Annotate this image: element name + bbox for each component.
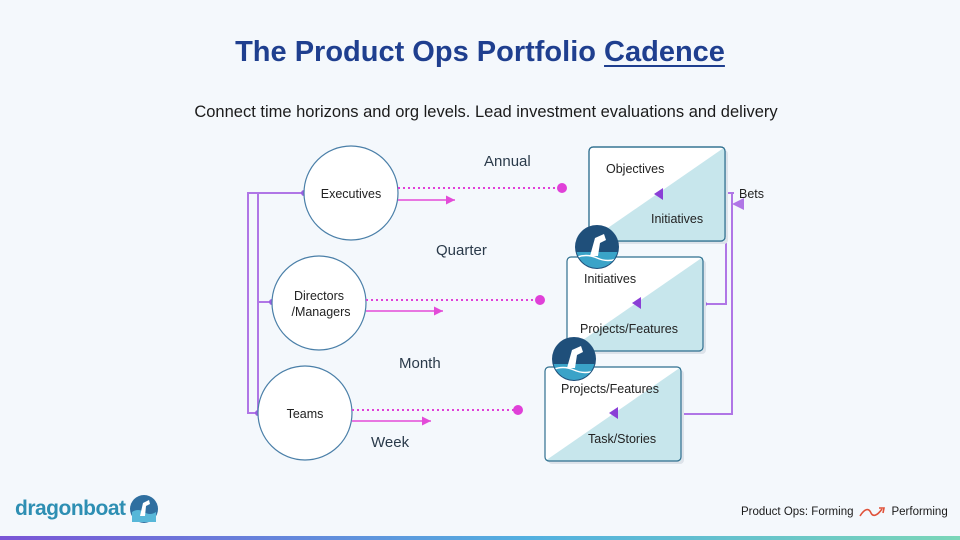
- card-bottom-upper: Projects/Features: [561, 382, 659, 396]
- card-initiatives-projects: Initiatives Projects/Features: [566, 256, 706, 354]
- dragon-logo-icon: [129, 495, 158, 523]
- directors-label-line1: Directors: [294, 289, 344, 303]
- directors-label-line2: /Managers: [291, 305, 350, 319]
- tagline-right: Performing: [891, 506, 948, 518]
- bottom-gradient-bar: [0, 536, 960, 540]
- dragon-logo-icon: [575, 225, 619, 269]
- logo-wordmark: dragonboat: [15, 497, 126, 520]
- growth-arrow-icon: [859, 507, 886, 517]
- title-underlined: Cadence: [604, 36, 725, 68]
- cadence-annual: Annual: [484, 153, 531, 170]
- triangle-marker-icon: [609, 407, 618, 419]
- subtitle: Connect time horizons and org levels. Le…: [194, 103, 778, 121]
- teams-label: Teams: [287, 407, 324, 421]
- card-objectives-initiatives: Objectives Initiatives: [588, 146, 728, 244]
- page-title: The Product Ops Portfolio Cadence: [0, 36, 960, 69]
- triangle-marker-icon: [632, 297, 641, 309]
- cadence-quarter: Quarter: [436, 242, 487, 259]
- dotted-end-dot-executives: [557, 183, 567, 193]
- brand-logo: dragonboat: [15, 494, 159, 524]
- executives-label: Executives: [321, 187, 381, 201]
- card-projects-tasks: Projects/Features Task/Stories: [544, 366, 684, 464]
- triangle-marker-icon: [654, 188, 663, 200]
- cadence-month: Month: [399, 355, 441, 372]
- teams-circle: [257, 365, 353, 461]
- directors-circle: [271, 255, 367, 351]
- tagline-left: Product Ops: Forming: [741, 506, 854, 518]
- executives-circle: [303, 145, 399, 241]
- dragon-logo-icon: [552, 337, 596, 381]
- dotted-end-dot-teams: [513, 405, 523, 415]
- dotted-end-dot-directors: [535, 295, 545, 305]
- card-bottom-lower: Task/Stories: [588, 432, 656, 446]
- card-middle-lower: Projects/Features: [580, 322, 678, 336]
- cadence-week: Week: [371, 434, 410, 451]
- short-arrows: [352, 195, 455, 426]
- card-top-upper: Objectives: [606, 162, 664, 176]
- title-main: The Product Ops Portfolio: [235, 36, 596, 68]
- bets-label: Bets: [739, 187, 764, 201]
- card-middle-upper: Initiatives: [584, 272, 636, 286]
- card-top-lower: Initiatives: [651, 212, 703, 226]
- dotted-links: [352, 187, 558, 411]
- footer-tagline: Product Ops: Forming Performing: [741, 506, 948, 518]
